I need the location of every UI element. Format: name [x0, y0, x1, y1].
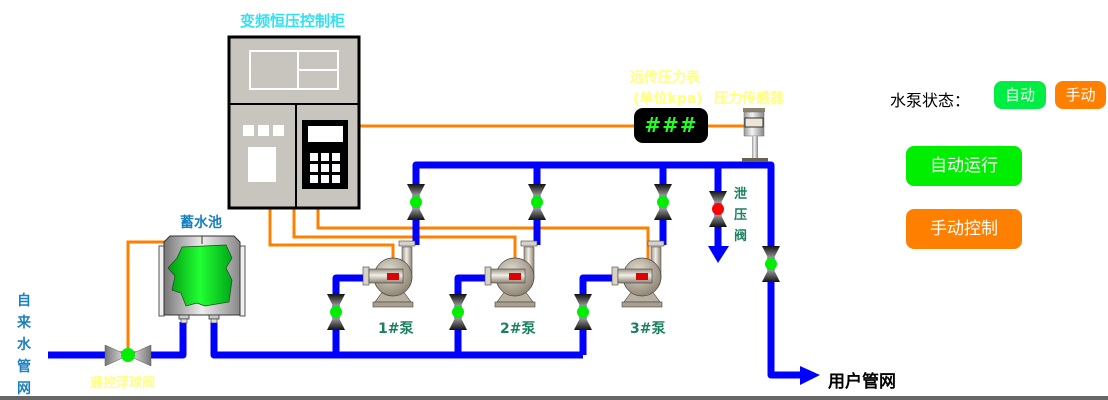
pipe-suction-2: [454, 274, 488, 355]
float-valve-icon[interactable]: [104, 344, 152, 367]
valve-suction-3-icon[interactable]: [574, 294, 592, 330]
water-source-title: 自来水管网: [17, 293, 31, 397]
pipe-suction-1: [332, 274, 366, 355]
pump-status-label: 水泵状态：: [890, 91, 971, 110]
valve-open-indicator: [765, 258, 777, 270]
arrow-relief: [708, 246, 729, 263]
pump-motor-indicator: [509, 273, 521, 280]
manual-status-badge[interactable]: 手动: [1055, 81, 1106, 109]
bottom-divider: [0, 396, 1108, 400]
valve-open-indicator: [410, 196, 422, 208]
pressure-gauge-unit: (单位kpa): [633, 91, 703, 107]
user-network-title: 用户管网: [828, 372, 896, 392]
pipe-suction-3: [579, 274, 613, 355]
pumps: [362, 240, 665, 308]
valve-suction-2-icon[interactable]: [449, 294, 467, 330]
pressure-sensor-icon[interactable]: [742, 108, 768, 162]
valve-outlet-icon[interactable]: [762, 246, 780, 282]
valve-suction-1-icon[interactable]: [327, 294, 345, 330]
pressure-gauge-title: 远传压力表: [630, 70, 700, 86]
valve-discharge-2-icon[interactable]: [528, 184, 546, 220]
valve-open-indicator: [452, 306, 464, 318]
arrow-user: [800, 366, 820, 385]
valve-discharge-1-icon[interactable]: [407, 184, 425, 220]
pump-2-icon[interactable]: [484, 240, 538, 308]
pipe-inlet: [48, 322, 187, 359]
pump-2-label: 2#泵: [500, 321, 536, 337]
valve-open-indicator: [577, 306, 589, 318]
signal-line-pump3: [316, 208, 650, 260]
signal-line-pump1: [268, 208, 395, 260]
valve-open-indicator: [330, 306, 342, 318]
auto-run-button[interactable]: 自动运行: [906, 146, 1022, 186]
manual-control-button[interactable]: 手动控制: [906, 209, 1022, 249]
control-cabinet[interactable]: [227, 35, 361, 210]
auto-status-badge[interactable]: 自动: [994, 81, 1046, 109]
pump-3-icon[interactable]: [611, 240, 665, 308]
pump-motor-indicator: [636, 273, 648, 280]
pump-motor-indicator: [387, 273, 399, 280]
valve-closed-indicator: [712, 203, 724, 215]
valve-discharge-3-icon[interactable]: [654, 184, 672, 220]
pressure-gauge-display: ###: [634, 108, 708, 143]
signal-line-float: [126, 240, 166, 354]
valve-open-indicator: [657, 196, 669, 208]
tank-title: 蓄水池: [180, 215, 222, 231]
keypad: [302, 120, 348, 189]
valves: [327, 184, 780, 330]
signal-lines: [126, 124, 744, 354]
signal-line-pump2: [292, 208, 517, 260]
pump-3-label: 3#泵: [630, 321, 666, 337]
pump-1-label: 1#泵: [378, 321, 414, 337]
cabinet-title: 变频恒压控制柜: [240, 12, 346, 30]
relief-valve-icon[interactable]: [709, 191, 727, 227]
pump-1-icon[interactable]: [362, 240, 416, 308]
pressure-sensor-title: 压力传感器: [714, 91, 784, 107]
relief-valve-title: 泄压阀: [734, 187, 748, 244]
valve-open-indicator: [531, 196, 543, 208]
storage-tank-icon[interactable]: [158, 235, 246, 324]
tank-water-level: [167, 244, 233, 307]
float-valve-title: 遥控浮球阀: [90, 376, 156, 391]
